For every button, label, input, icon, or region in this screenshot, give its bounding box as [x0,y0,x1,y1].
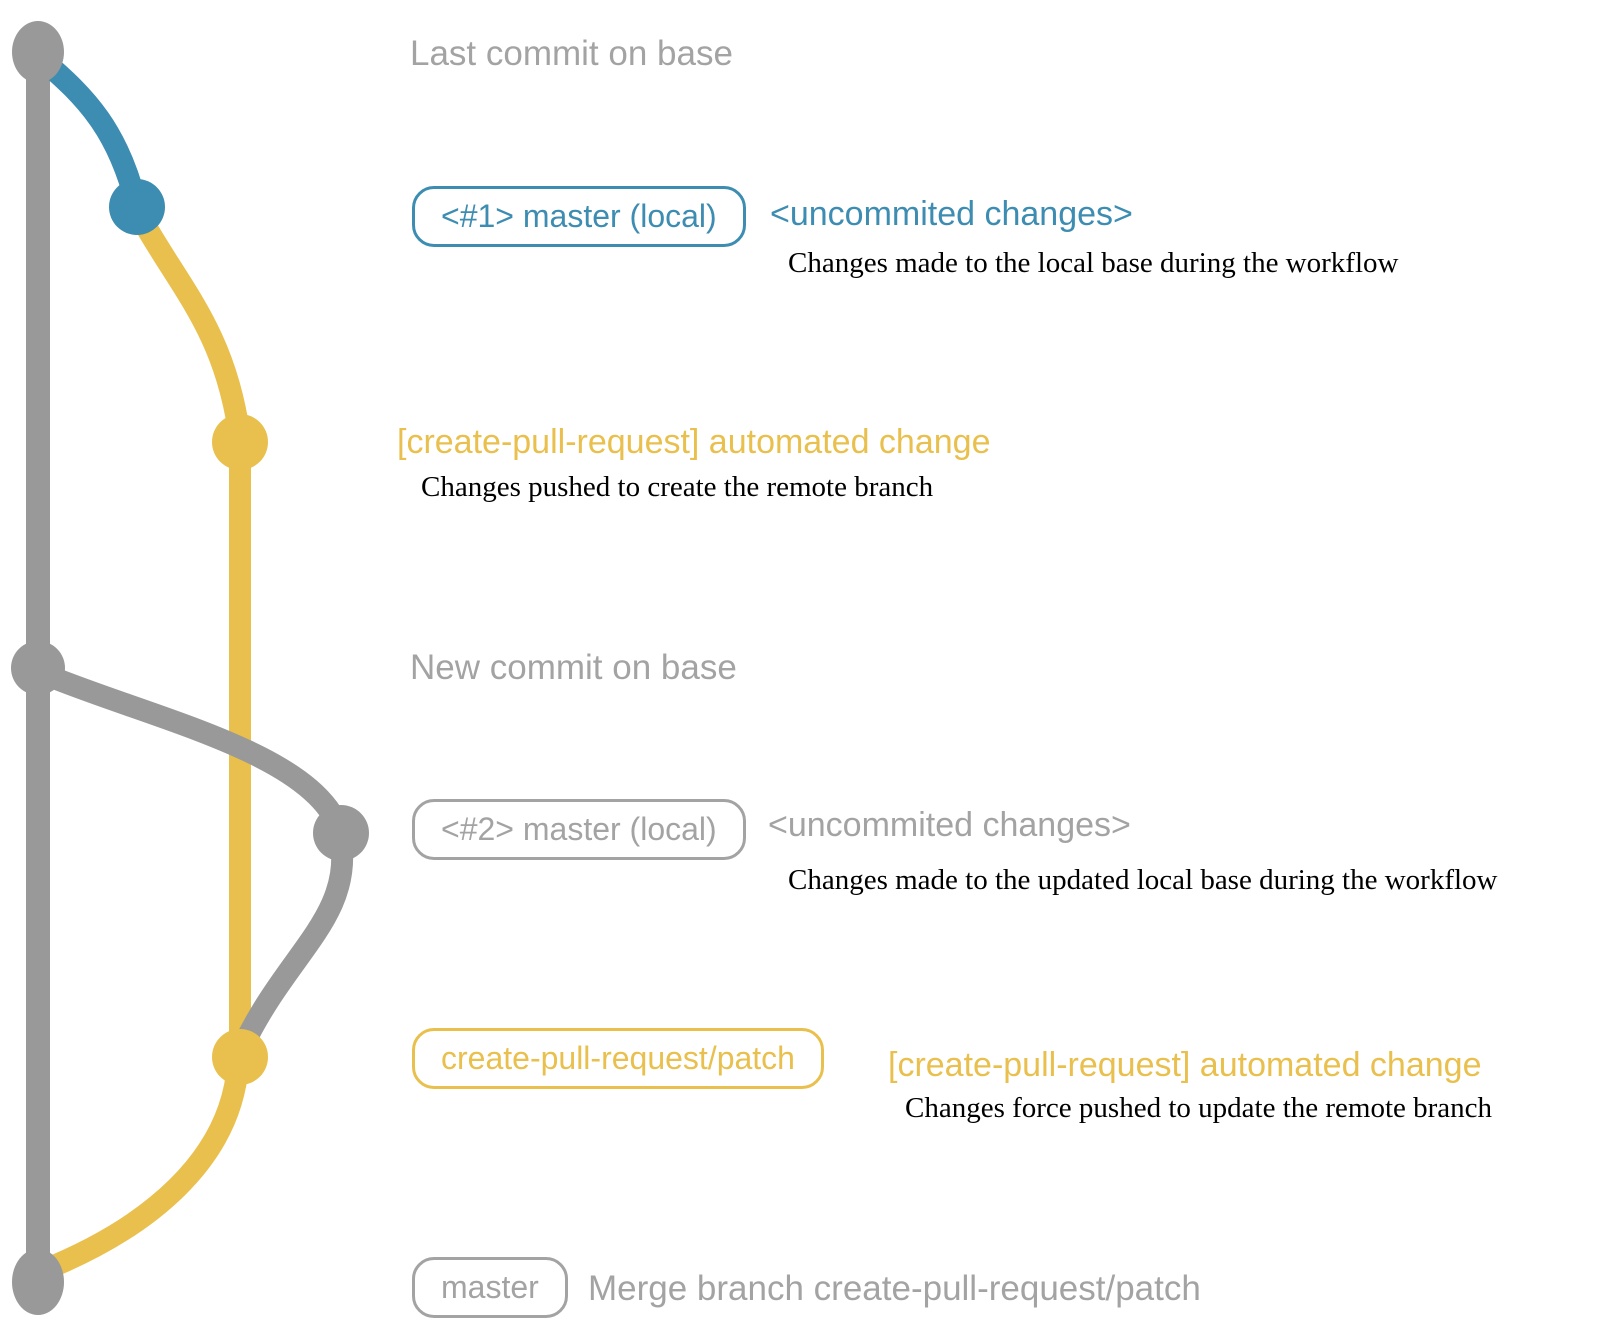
badge-master-local-1: <#1> master (local) [412,186,746,248]
local-master-2-rebase-line [232,829,354,1057]
last-commit-label: Last commit on base [410,34,733,73]
badge-patch-branch: create-pull-request/patch [412,1028,824,1090]
automated-change-label-2: [create-pull-request] automated change [888,1046,1482,1084]
local-2-caption: Changes made to the updated local base d… [788,864,1498,896]
commit-node-local-2 [313,805,369,861]
push-1-caption: Changes pushed to create the remote bran… [421,471,934,503]
local-1-caption: Changes made to the local base during th… [788,247,1399,279]
patch-merge-line [33,1053,249,1281]
badge-master-local-2: <#2> master (local) [412,799,746,861]
commit-node-merge [12,1249,64,1315]
uncommitted-changes-note-2: <uncommited changes> [768,806,1131,844]
commit-node-new-base [11,641,65,695]
merge-label: Merge branch create-pull-request/patch [588,1269,1201,1308]
local-master-1-branch-line [29,47,147,214]
uncommitted-changes-note-1: <uncommited changes> [770,195,1133,233]
local-master-2-branch-line [33,663,350,839]
commit-node-local-1 [109,179,165,235]
patch-branch-create-line [130,207,250,443]
push-2-caption: Changes force pushed to update the remot… [905,1092,1493,1124]
badge-master: master [412,1257,568,1319]
commit-node-patch-1 [212,414,268,470]
commit-node-last-base [12,21,64,83]
automated-change-label-1: [create-pull-request] automated change [397,423,991,461]
new-commit-label: New commit on base [410,648,737,687]
commit-node-patch-2 [212,1029,268,1085]
